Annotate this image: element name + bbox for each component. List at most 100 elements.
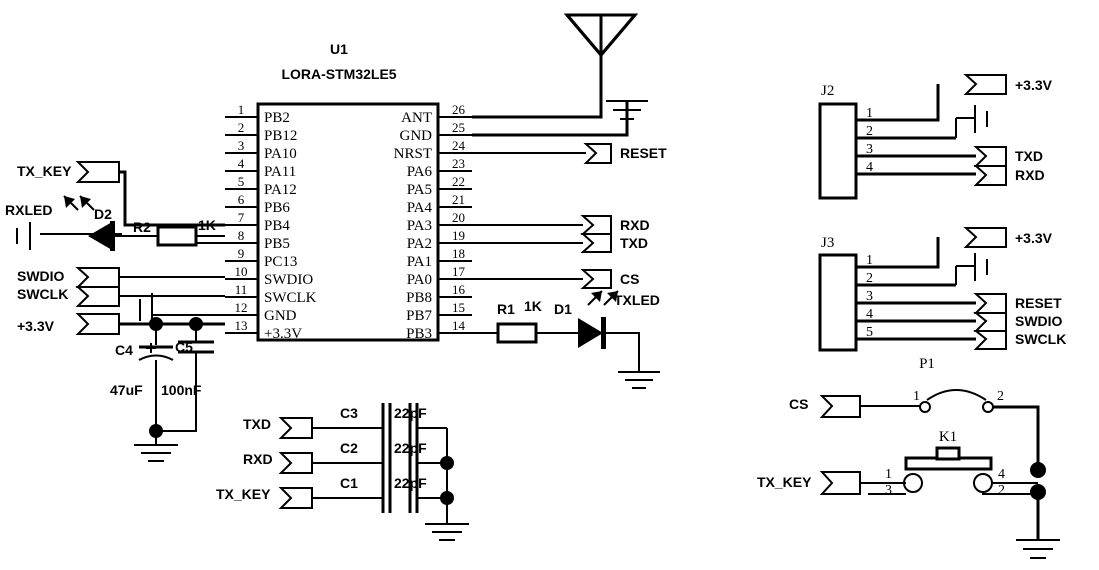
pin-name-23: PA6 [407, 164, 433, 180]
net-label-tx-key-cap: TX_KEY [216, 486, 271, 502]
pin-name-6: PB6 [264, 200, 290, 216]
pin-name-21: PA4 [407, 200, 433, 216]
net-label-rxd-right: RXD [620, 217, 650, 233]
ic-u1[interactable]: U1 LORA-STM32LE5 [256, 41, 440, 342]
ground-symbol-k1 [1016, 539, 1060, 559]
pin-name-11: SWCLK [264, 290, 317, 306]
net-label-vcc-left: +3.3V [17, 318, 55, 334]
pin-name-26: ANT [401, 110, 432, 126]
j3-net-label-swclk: SWCLK [1015, 331, 1066, 347]
ic-right-pin-names: ANT GND NRST PA6 PA5 PA4 PA3 PA2 PA1 PA0… [394, 110, 433, 342]
d1-refdes: D1 [554, 301, 572, 317]
p1-pin-num-2: 2 [997, 389, 1004, 404]
c2-value: 22pF [394, 440, 427, 456]
net-flag-swdio-left[interactable]: SWDIO [17, 267, 225, 288]
pin-num-9: 9 [238, 246, 245, 261]
pin-num-23: 23 [452, 156, 465, 171]
ground-symbol-ant [472, 100, 648, 137]
net-label-txled: TXLED [614, 292, 660, 308]
ic-refdes: U1 [330, 41, 348, 57]
net-label-txd-right: TXD [620, 235, 648, 251]
net-label-reset: RESET [620, 145, 667, 161]
pin-num-17: 17 [452, 264, 466, 279]
pin-num-19: 19 [452, 228, 465, 243]
pushbutton-k1[interactable]: K1 TX_KEY 1 3 4 2 [757, 429, 1046, 540]
pin-num-14: 14 [452, 318, 466, 333]
c5-value: 100nF [161, 382, 202, 398]
pin-num-20: 20 [452, 210, 465, 225]
net-label-cs-p1: CS [789, 396, 808, 412]
ground-symbol-d1 [618, 371, 660, 389]
net-label-swclk-left: SWCLK [17, 286, 68, 302]
net-flag-txd-right[interactable]: TXD [472, 233, 648, 253]
pin-num-21: 21 [452, 192, 465, 207]
p1-refdes: P1 [919, 356, 935, 372]
j2-pin-num-3: 3 [866, 142, 873, 157]
pin-num-11: 11 [235, 282, 248, 297]
pin-num-16: 16 [452, 282, 466, 297]
j3-pin-num-1: 1 [866, 253, 873, 268]
r1-refdes: R1 [497, 301, 515, 317]
pin-name-3: PA10 [264, 146, 297, 162]
net-label-tx-key-k1: TX_KEY [757, 474, 812, 490]
net-label-txd-cap: TXD [243, 416, 271, 432]
j3-pin-num-4: 4 [866, 307, 873, 322]
pin-num-10: 10 [235, 264, 248, 279]
j3-pin-num-2: 2 [866, 271, 873, 286]
component-c5[interactable]: C5 100nF [156, 317, 214, 432]
connector-j3[interactable]: J3 1 2 3 4 5 +3.3V RESET SWDIO SWCLK [818, 227, 1066, 352]
pin-num-18: 18 [452, 246, 465, 261]
net-flag-reset[interactable]: RESET [472, 143, 667, 164]
net-flag-rxd-cap[interactable]: RXD [243, 451, 383, 474]
net-flag-swclk-left[interactable]: SWCLK [17, 286, 225, 307]
c3-value: 22pF [394, 405, 427, 421]
c4-value: 47uF [110, 382, 143, 398]
jumper-p1[interactable]: P1 CS 1 2 [789, 356, 1040, 468]
ic-left-pin-numbers: 1 2 3 4 5 6 7 8 9 10 11 12 13 [225, 102, 258, 334]
pin-name-25: GND [400, 128, 433, 144]
component-d1-led[interactable]: D1 TXLED [554, 290, 660, 372]
pin-num-3: 3 [238, 138, 245, 153]
component-r2[interactable]: R2 1K [115, 217, 225, 247]
d2-refdes: D2 [94, 206, 112, 222]
pin-name-5: PA12 [264, 182, 297, 198]
pin-name-8: PB5 [264, 236, 290, 252]
c1-value: 22pF [394, 475, 427, 491]
pin-num-6: 6 [238, 192, 245, 207]
j2-refdes: J2 [821, 83, 834, 99]
component-d2-led[interactable]: D2 [63, 195, 115, 251]
net-flag-cs-right[interactable]: CS [472, 269, 639, 289]
k1-pin-num-4: 4 [998, 467, 1005, 482]
pin-name-14: PB3 [406, 326, 432, 342]
net-label-swdio-left: SWDIO [17, 268, 65, 284]
c3-refdes: C3 [340, 405, 358, 421]
k1-pin-num-2: 2 [998, 483, 1005, 498]
net-flag-tx-key-left[interactable]: TX_KEY [17, 161, 225, 227]
k1-refdes: K1 [939, 429, 957, 445]
k1-pin-num-1: 1 [885, 467, 892, 482]
r2-value: 1K [198, 217, 216, 233]
j3-net-label-swdio: SWDIO [1015, 313, 1063, 329]
pin-num-4: 4 [238, 156, 245, 171]
component-c4[interactable]: C4 47uF [110, 317, 174, 431]
net-flag-vcc-left[interactable]: +3.3V [17, 313, 225, 335]
net-flag-rxd-right[interactable]: RXD [472, 215, 650, 235]
component-r1[interactable]: R1 1K [472, 298, 578, 344]
pin-num-5: 5 [238, 174, 245, 189]
connector-j2[interactable]: J2 1 2 3 4 +3.3V TXD RXD [818, 74, 1053, 200]
net-flag-txd-cap[interactable]: TXD [243, 416, 383, 439]
j3-pin-num-3: 3 [866, 289, 873, 304]
pin-name-24: NRST [394, 146, 432, 162]
pin-num-7: 7 [238, 210, 245, 225]
antenna-symbol [472, 13, 639, 119]
r2-refdes: R2 [133, 219, 151, 235]
ic-right-pin-numbers: 26 25 24 23 22 21 20 19 18 17 16 15 14 [438, 102, 472, 334]
pin-name-2: PB12 [264, 128, 297, 144]
pin-name-12: GND [264, 308, 297, 324]
net-flag-tx-key-cap[interactable]: TX_KEY [216, 486, 383, 509]
j3-net-label-reset: RESET [1015, 295, 1062, 311]
j3-pin-num-5: 5 [866, 325, 873, 340]
pin-name-19: PA2 [407, 236, 432, 252]
cap-bank: TXD RXD TX_KEY C3 C2 C1 22pF [216, 403, 469, 541]
c1-refdes: C1 [340, 475, 358, 491]
